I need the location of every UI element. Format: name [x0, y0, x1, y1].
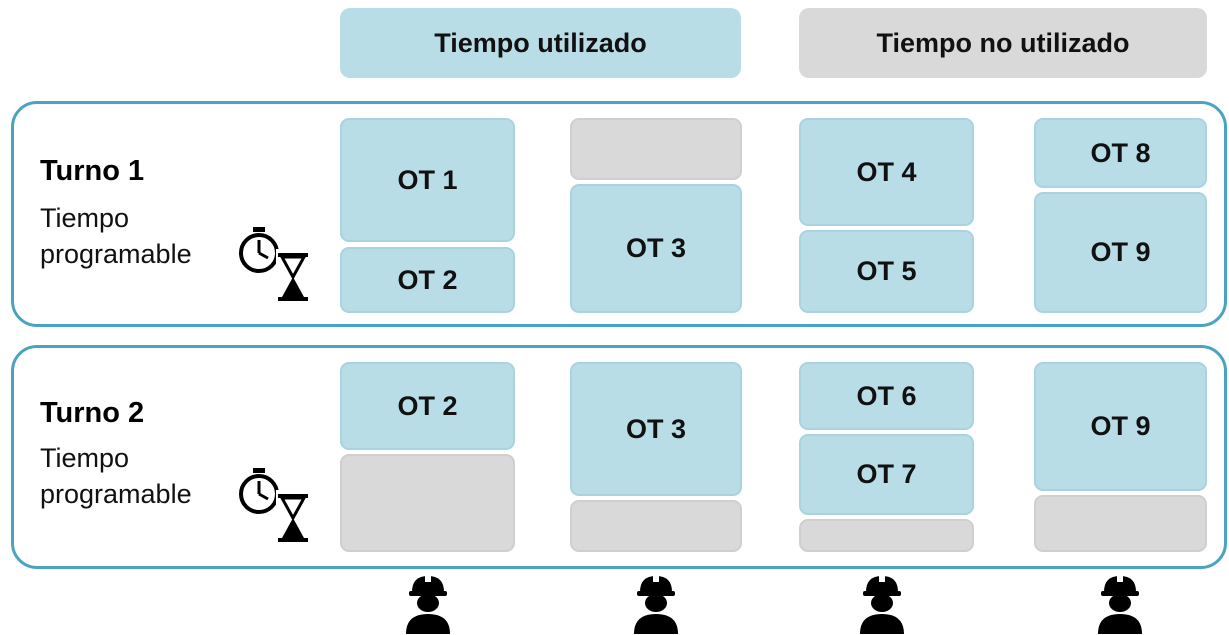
- worker-icon: [634, 574, 678, 634]
- legend-used: Tiempo utilizado: [340, 8, 741, 78]
- ot-label: OT 2: [397, 390, 458, 421]
- legend-unused: Tiempo no utilizado: [799, 8, 1207, 78]
- s1-block-ot3: OT 3: [570, 184, 742, 313]
- worker-icon: [1098, 574, 1142, 634]
- stopwatch-hourglass-icon: [239, 227, 312, 305]
- ot-label: OT 9: [1090, 237, 1151, 267]
- ot-label: OT 7: [856, 459, 917, 489]
- shift-2-subtitle: Tiempo programable: [40, 443, 192, 509]
- s2-block-idle: [340, 454, 515, 552]
- stopwatch-hourglass-icon: [239, 468, 312, 546]
- s1-block-ot4: OT 4: [799, 118, 974, 226]
- ot-label: OT 6: [856, 380, 917, 411]
- ot-label: OT 3: [625, 233, 686, 263]
- s1-block-ot8: OT 8: [1034, 118, 1207, 188]
- shift-1-subtitle: Tiempo programable: [40, 203, 192, 269]
- s2-block-ot7: OT 7: [799, 434, 974, 515]
- s2-block-ot9: OT 9: [1034, 362, 1207, 491]
- ot-label: OT 2: [397, 264, 458, 295]
- s2-block-ot2: OT 2: [340, 362, 515, 450]
- ot-label: OT 1: [397, 164, 458, 195]
- shift-2-title: Turno 2: [40, 397, 145, 429]
- legend-unused-label: Tiempo no utilizado: [876, 27, 1130, 58]
- s2-block-idle: [799, 519, 974, 552]
- s2-block-ot6: OT 6: [799, 362, 974, 430]
- worker-icon: [860, 574, 904, 634]
- worker-icon: [406, 574, 450, 634]
- legend-used-label: Tiempo utilizado: [434, 27, 647, 58]
- s1-block-ot2: OT 2: [340, 247, 515, 313]
- s2-block-ot3: OT 3: [570, 362, 742, 496]
- ot-label: OT 9: [1090, 411, 1151, 441]
- s1-block-ot1: OT 1: [340, 118, 515, 242]
- s1-block-idle: [570, 118, 742, 180]
- shift-1-title: Turno 1: [40, 155, 145, 187]
- s1-block-ot5: OT 5: [799, 230, 974, 313]
- s2-block-idle: [1034, 495, 1207, 552]
- ot-label: OT 3: [625, 413, 686, 444]
- ot-label: OT 5: [856, 256, 917, 286]
- ot-label: OT 4: [856, 156, 917, 187]
- ot-label: OT 8: [1090, 137, 1151, 168]
- s2-block-idle: [570, 500, 742, 552]
- s1-block-ot9: OT 9: [1034, 192, 1207, 313]
